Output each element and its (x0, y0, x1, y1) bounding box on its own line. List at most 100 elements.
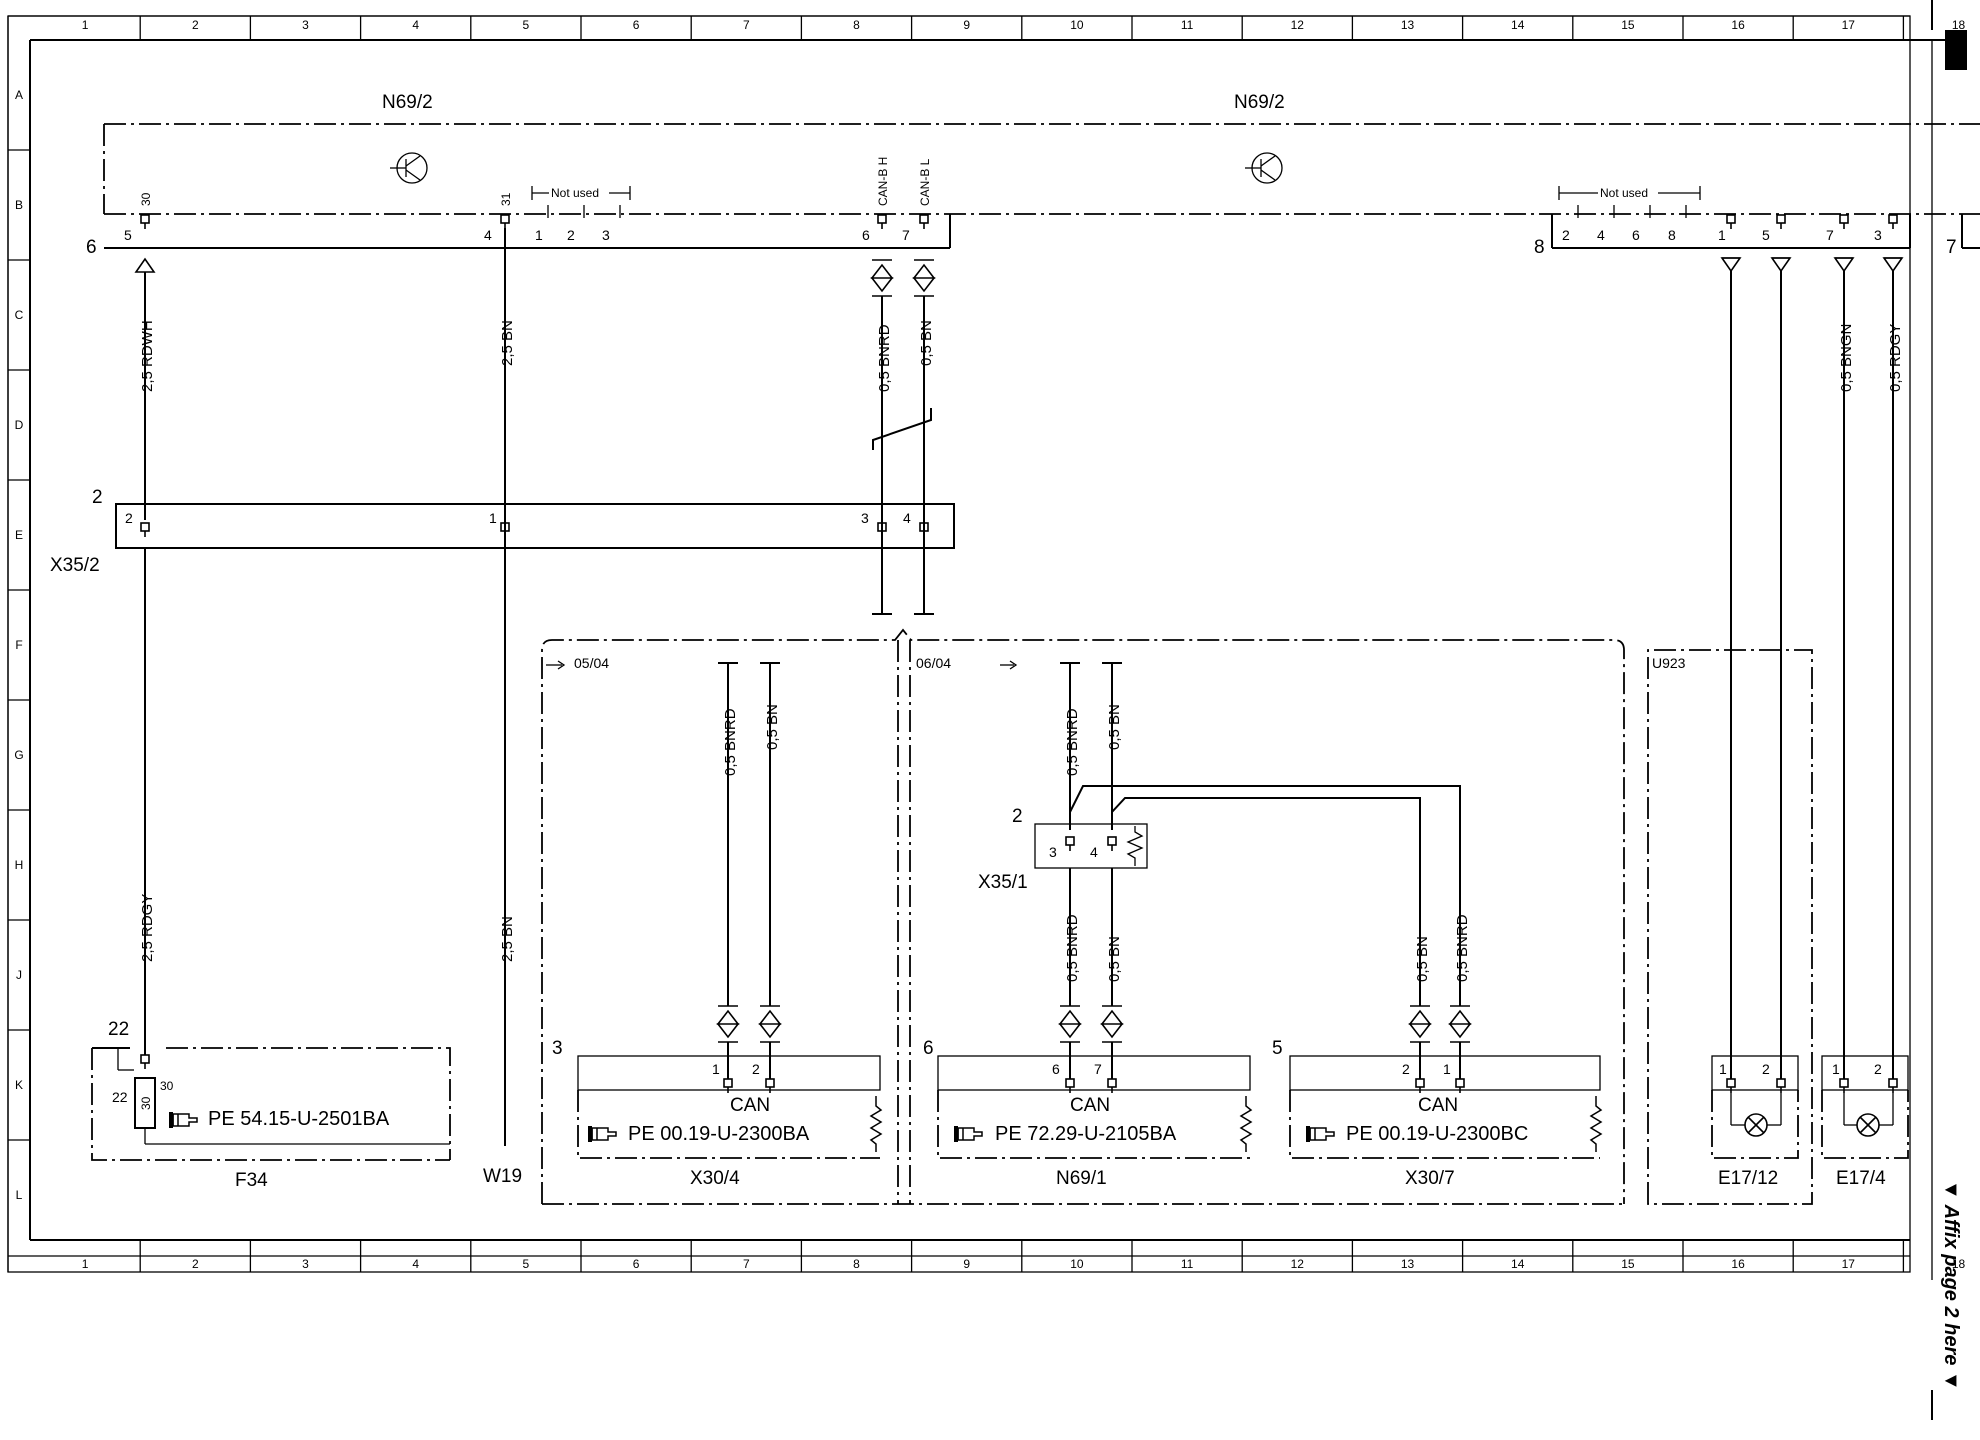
svg-text:0,5 BN: 0,5 BN (918, 320, 935, 366)
x30-4-connector: 0,5 BNRD 0,5 BN 3 1 2 CAN PE 00.19-U-230… (552, 662, 882, 1189)
grid-column-label: 6 (633, 18, 640, 32)
svg-text:5: 5 (1762, 227, 1770, 243)
svg-text:3: 3 (1874, 227, 1882, 243)
grid-column-label: 12 (1291, 18, 1305, 32)
n69-1-label: N69/1 (1056, 1168, 1107, 1189)
n69-1-module: 6 6 7 CAN PE 72.29-U-2105BA N69/1 (923, 1005, 1252, 1189)
svg-text:4: 4 (484, 227, 492, 243)
svg-text:7: 7 (1826, 227, 1834, 243)
svg-text:2: 2 (567, 227, 575, 243)
n69-2-label-left: N69/2 (382, 92, 433, 113)
svg-text:0,5 BN: 0,5 BN (764, 704, 781, 750)
grid-column-label: 17 (1842, 1257, 1856, 1271)
n69-2-label-right: N69/2 (1234, 92, 1285, 113)
f34-fuse: 2,5 RDGY 22 30 30 22 PE 54.15-U-2501BA F… (91, 548, 451, 1191)
grid-row-label: B (15, 198, 23, 212)
grid-column-label: 13 (1401, 18, 1415, 32)
svg-text:4: 4 (903, 510, 911, 526)
svg-text:8: 8 (1668, 227, 1676, 243)
n69-1-reference: PE 72.29-U-2105BA (995, 1123, 1177, 1145)
grid-column-label: 12 (1291, 1257, 1305, 1271)
transistor-icon (1245, 152, 1283, 184)
svg-text:2: 2 (1012, 806, 1023, 827)
grid-column-label: 6 (633, 1257, 640, 1271)
n69-2-connector-right: 8 7 2 4 6 8 Not used 1 5 7 3 (1534, 184, 1980, 258)
e17-4-label: E17/4 (1836, 1168, 1886, 1189)
grid-column-label: 10 (1070, 1257, 1084, 1271)
svg-text:6: 6 (1052, 1061, 1060, 1077)
svg-text:2,5 RDGY: 2,5 RDGY (139, 894, 156, 962)
f34-reference: PE 54.15-U-2501BA (208, 1108, 390, 1130)
svg-text:2,5 BN: 2,5 BN (499, 916, 516, 962)
svg-text:22: 22 (112, 1089, 128, 1105)
e17-12-lamp: 1 2 E17/12 (1711, 257, 1799, 1189)
svg-text:31: 31 (499, 192, 513, 206)
svg-text:3: 3 (1049, 844, 1057, 860)
svg-text:4: 4 (1597, 227, 1605, 243)
svg-text:30: 30 (139, 1096, 153, 1110)
grid-column-label: 1 (82, 1257, 89, 1271)
date-0604: 06/04 (916, 655, 951, 671)
lamp-icon (1856, 1113, 1880, 1137)
grid-column-label: 13 (1401, 1257, 1415, 1271)
grid-column-label: 4 (412, 1257, 419, 1271)
svg-text:2,5 BN: 2,5 BN (499, 320, 516, 366)
svg-text:0,5 BN: 0,5 BN (1414, 936, 1431, 982)
e17-12-label: E17/12 (1718, 1168, 1778, 1189)
svg-text:2: 2 (92, 487, 103, 508)
svg-text:3: 3 (602, 227, 610, 243)
lamp-icon (1744, 1113, 1768, 1137)
wire-can-h: 0,5 BNRD (871, 259, 893, 615)
svg-text:8: 8 (1534, 237, 1545, 258)
grid-column-label: 1 (82, 18, 89, 32)
wire-rdwh: 2,5 RDWH (135, 258, 156, 520)
svg-text:7: 7 (1094, 1061, 1102, 1077)
svg-text:CAN-B H: CAN-B H (876, 157, 890, 206)
svg-text:3: 3 (861, 510, 869, 526)
grid-column-label: 4 (412, 18, 419, 32)
can-bus-area: 05/04 06/04 (541, 628, 1625, 1205)
svg-text:7: 7 (902, 227, 910, 243)
grid-column-label: 18 (1952, 18, 1966, 32)
f34-label: F34 (235, 1170, 268, 1191)
svg-text:0,5 BNRD: 0,5 BNRD (1064, 914, 1081, 982)
grid-row-label: H (15, 858, 24, 872)
svg-text:0,5 BNRD: 0,5 BNRD (1064, 708, 1081, 776)
grid-row-label: J (16, 968, 22, 982)
affix-note: ▼ Affix page 2 here ▼ (1940, 1180, 1962, 1391)
svg-text:6: 6 (1632, 227, 1640, 243)
svg-text:2: 2 (1562, 227, 1570, 243)
svg-text:6: 6 (923, 1038, 934, 1059)
transistor-icon (390, 152, 428, 184)
twisted-pair-mark (872, 408, 932, 450)
svg-text:2: 2 (752, 1061, 760, 1077)
svg-text:1: 1 (489, 510, 497, 526)
grid-column-label: 5 (523, 18, 530, 32)
grid-column-label: 7 (743, 1257, 750, 1271)
x30-7-connector: 5 2 1 CAN PE 00.19-U-2300BC X30/7 (1272, 1005, 1602, 1189)
svg-text:2: 2 (1402, 1061, 1410, 1077)
svg-text:1: 1 (535, 227, 543, 243)
grid-row-label: L (16, 1188, 23, 1202)
grid-column-label: 2 (192, 1257, 199, 1271)
u923-label: U923 (1652, 655, 1686, 671)
svg-text:4: 4 (1090, 844, 1098, 860)
x35-2-connector: 2 X35/2 2 1 3 4 (50, 487, 955, 576)
n69-1-can: CAN (1070, 1095, 1110, 1116)
grid-column-label: 8 (853, 18, 860, 32)
grid-column-label: 11 (1181, 18, 1194, 32)
grid-column-label: 3 (302, 18, 309, 32)
x30-4-reference: PE 00.19-U-2300BA (628, 1123, 810, 1145)
svg-text:3: 3 (552, 1038, 563, 1059)
svg-text:30: 30 (139, 192, 153, 206)
svg-text:0,5 RDGY: 0,5 RDGY (1887, 324, 1904, 392)
grid-column-label: 7 (743, 18, 750, 32)
wire-bn-31: 2,5 BN 2,5 BN (499, 228, 516, 1146)
svg-text:0,5 BNRD: 0,5 BNRD (722, 708, 739, 776)
e17-4-lamp: 0,5 BNGN 0,5 RDGY 1 2 E17/4 (1821, 257, 1909, 1189)
x30-7-can: CAN (1418, 1095, 1458, 1116)
svg-text:0,5 BNGN: 0,5 BNGN (1838, 324, 1855, 392)
